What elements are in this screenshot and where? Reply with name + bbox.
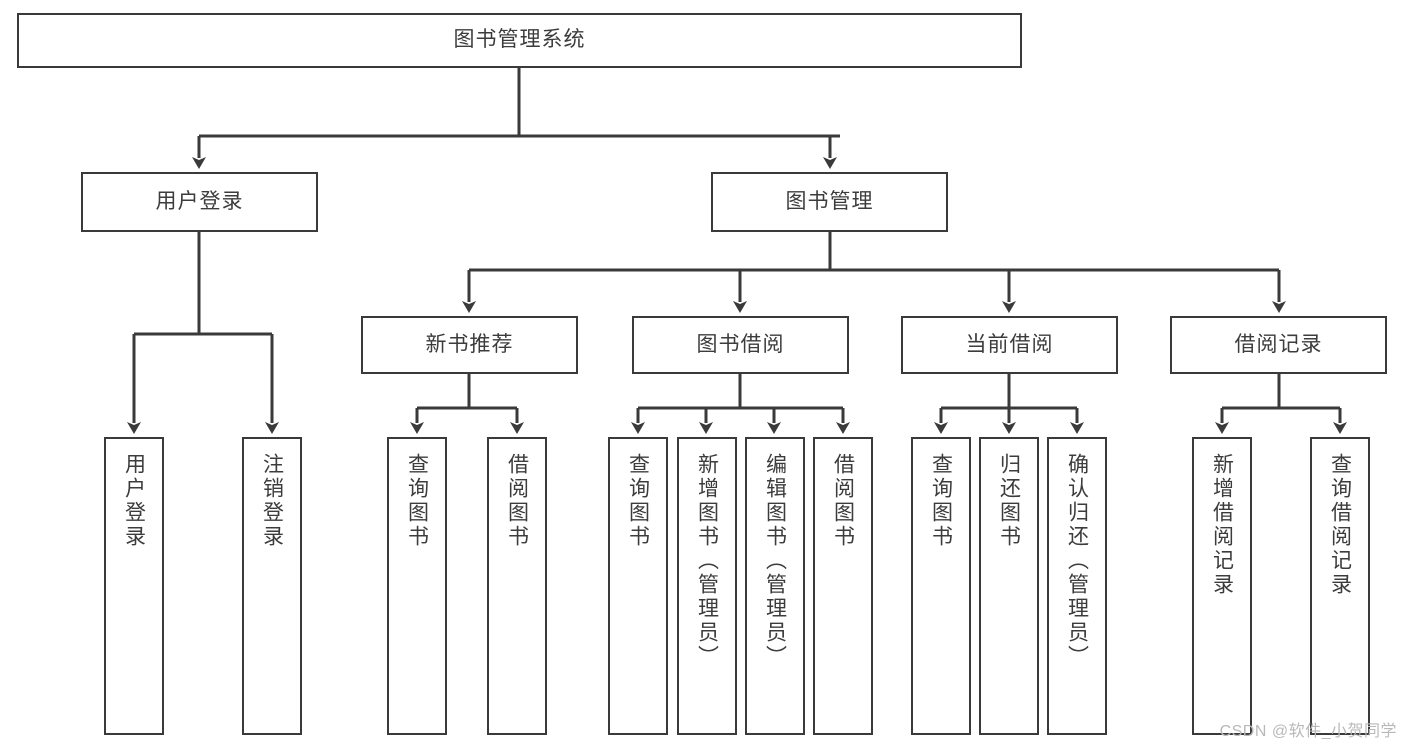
leaf-logout[interactable]: 注销登录 xyxy=(242,437,302,735)
leaf-bookborrow-query-book[interactable]: 查询图书 xyxy=(608,437,668,735)
node-current-borrow[interactable]: 当前借阅 xyxy=(901,316,1118,374)
leaf-bookborrow-edit-book[interactable]: 编辑图书（管理员） xyxy=(745,437,805,735)
node-user-login-label: 用户登录 xyxy=(155,189,244,213)
leaf-logout-label: 注销登录 xyxy=(260,453,284,549)
leaf-newbook-query-book-label: 查询图书 xyxy=(405,453,429,549)
leaf-user-login[interactable]: 用户登录 xyxy=(104,437,164,735)
leaf-currentborrow-return-book-label: 归还图书 xyxy=(997,453,1021,549)
node-borrow-record-label: 借阅记录 xyxy=(1234,332,1323,356)
node-book-borrow[interactable]: 图书借阅 xyxy=(632,316,849,374)
node-borrow-record[interactable]: 借阅记录 xyxy=(1170,316,1387,374)
leaf-currentborrow-confirm-return[interactable]: 确认归还（管理员） xyxy=(1047,437,1107,735)
leaf-bookborrow-edit-book-label: 编辑图书（管理员） xyxy=(763,453,787,669)
node-book-manage[interactable]: 图书管理 xyxy=(711,172,948,232)
node-user-login[interactable]: 用户登录 xyxy=(81,172,318,232)
node-book-manage-label: 图书管理 xyxy=(785,189,874,213)
leaf-currentborrow-confirm-return-label: 确认归还（管理员） xyxy=(1065,453,1089,669)
leaf-newbook-borrow-book[interactable]: 借阅图书 xyxy=(487,437,547,735)
leaf-borrowrecord-query-record[interactable]: 查询借阅记录 xyxy=(1310,437,1370,735)
leaf-borrowrecord-add-record[interactable]: 新增借阅记录 xyxy=(1192,437,1252,735)
node-new-book[interactable]: 新书推荐 xyxy=(361,316,578,374)
node-book-borrow-label: 图书借阅 xyxy=(696,332,785,356)
leaf-bookborrow-add-book[interactable]: 新增图书（管理员） xyxy=(677,437,737,735)
leaf-bookborrow-add-book-label: 新增图书（管理员） xyxy=(695,453,719,669)
node-root-label: 图书管理系统 xyxy=(453,28,586,52)
leaf-bookborrow-query-book-label: 查询图书 xyxy=(626,453,650,549)
leaf-newbook-borrow-book-label: 借阅图书 xyxy=(505,453,529,549)
leaf-borrowrecord-query-record-label: 查询借阅记录 xyxy=(1328,453,1352,597)
leaf-currentborrow-query-book[interactable]: 查询图书 xyxy=(911,437,971,735)
node-current-borrow-label: 当前借阅 xyxy=(965,332,1054,356)
leaf-newbook-query-book[interactable]: 查询图书 xyxy=(387,437,447,735)
node-root[interactable]: 图书管理系统 xyxy=(17,13,1022,68)
leaf-borrowrecord-add-record-label: 新增借阅记录 xyxy=(1210,453,1234,597)
leaf-user-login-label: 用户登录 xyxy=(122,453,146,549)
leaf-currentborrow-query-book-label: 查询图书 xyxy=(929,453,953,549)
node-new-book-label: 新书推荐 xyxy=(425,332,514,356)
leaf-bookborrow-borrow-book[interactable]: 借阅图书 xyxy=(813,437,873,735)
leaf-bookborrow-borrow-book-label: 借阅图书 xyxy=(831,453,855,549)
leaf-currentborrow-return-book[interactable]: 归还图书 xyxy=(979,437,1039,735)
